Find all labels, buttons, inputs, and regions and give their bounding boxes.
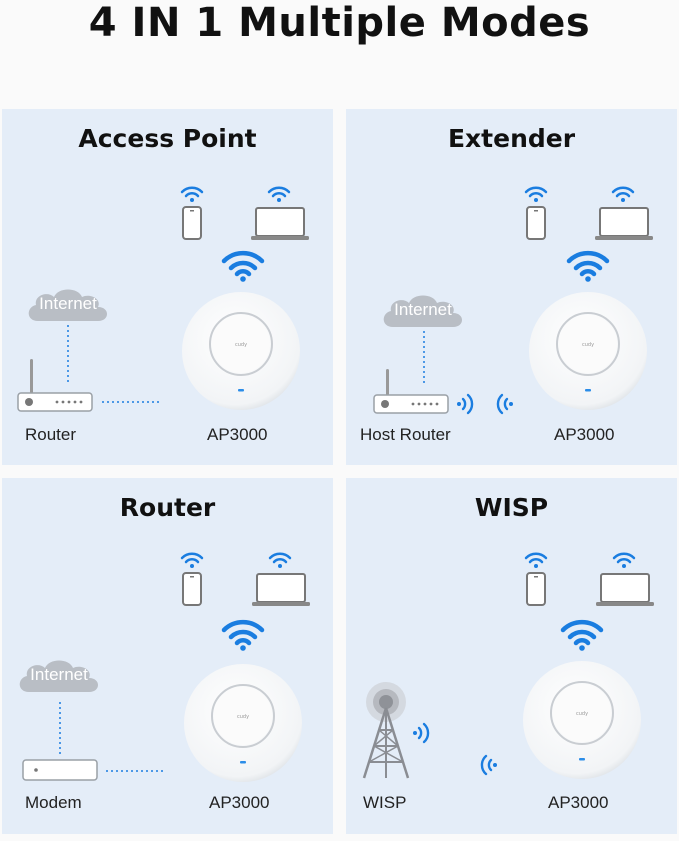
connection-line (423, 331, 425, 385)
tower-icon (362, 682, 410, 779)
access-point-icon: cudy (523, 661, 641, 779)
cloud-label: Internet (39, 294, 97, 313)
router-label: Router (25, 425, 77, 444)
connection-line (102, 401, 162, 403)
cloud-icon: Internet (24, 287, 112, 323)
modem-icon (22, 759, 98, 781)
ap-label: AP3000 (207, 425, 268, 444)
router-icon (373, 369, 449, 414)
wifi-icon (221, 250, 265, 282)
ap-label: AP3000 (548, 793, 609, 812)
panel-title: WISP (474, 493, 549, 522)
access-point-icon: cudy (184, 664, 302, 782)
router-icon (17, 359, 93, 412)
signal-waves-icon (413, 722, 430, 744)
phone-icon (182, 572, 202, 606)
panel-title: Extender (447, 124, 576, 153)
panel-title: Access Point (78, 124, 257, 153)
cloud-icon: Internet (379, 293, 467, 329)
laptop-icon (251, 207, 309, 240)
laptop-icon (595, 207, 653, 240)
panel-extender: Extender cudy Internet (346, 109, 677, 465)
signal-waves-icon (457, 393, 474, 415)
wifi-icon (180, 186, 204, 202)
wisp-label: WISP (363, 793, 407, 812)
signal-waves-icon (480, 754, 497, 776)
panel-wisp: WISP cudy (346, 478, 677, 834)
signal-waves-icon (496, 393, 513, 415)
wifi-icon (566, 250, 610, 282)
cloud-label: Internet (394, 300, 452, 319)
cloud-label: Internet (30, 665, 88, 684)
svg-text:cudy: cudy (576, 711, 588, 717)
wifi-icon (267, 186, 291, 202)
laptop-icon (596, 573, 654, 606)
wifi-icon (180, 552, 204, 568)
connection-line (59, 702, 61, 756)
access-point-icon: cudy (182, 292, 300, 410)
svg-text:cudy: cudy (235, 342, 247, 348)
laptop-icon (252, 573, 310, 606)
wifi-icon (611, 186, 635, 202)
wifi-icon (524, 552, 548, 568)
connection-line (106, 770, 164, 772)
host-router-label: Host Router (360, 425, 451, 444)
cloud-icon: Internet (15, 658, 103, 694)
phone-icon (526, 572, 546, 606)
wifi-icon (221, 619, 265, 651)
panel-access-point: Access Point cudy Internet (2, 109, 333, 465)
ap-label: AP3000 (554, 425, 615, 444)
svg-text:cudy: cudy (237, 714, 249, 720)
wifi-icon (560, 619, 604, 651)
access-point-icon: cudy (529, 292, 647, 410)
phone-icon (526, 206, 546, 240)
panel-router: Router cudy Internet (2, 478, 333, 834)
wifi-icon (612, 552, 636, 568)
svg-text:cudy: cudy (582, 342, 594, 348)
wifi-icon (524, 186, 548, 202)
phone-icon (182, 206, 202, 240)
page-title: 4 IN 1 Multiple Modes (88, 0, 591, 46)
modem-label: Modem (25, 793, 82, 812)
panel-title: Router (119, 493, 216, 522)
wifi-icon (268, 552, 292, 568)
ap-label: AP3000 (209, 793, 270, 812)
